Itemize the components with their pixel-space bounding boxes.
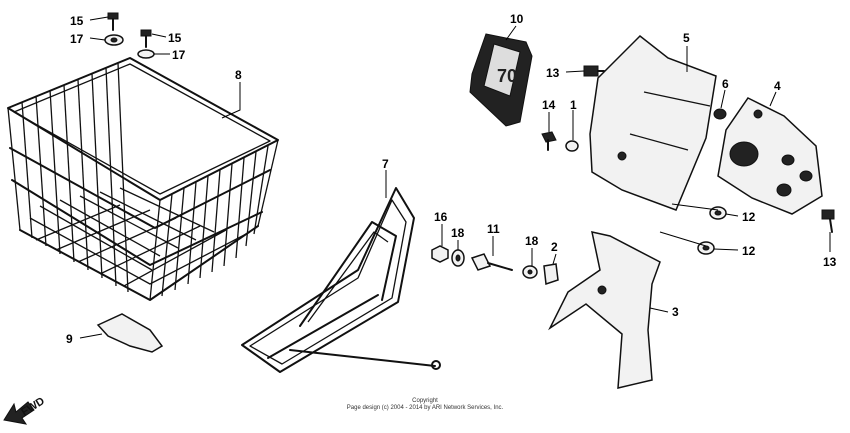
label-6: 6 xyxy=(722,77,729,91)
label-7: 7 xyxy=(382,157,389,171)
front-cover[interactable] xyxy=(589,34,717,211)
bolt-13-lower[interactable] xyxy=(821,209,835,233)
carrier-rack[interactable] xyxy=(241,187,441,373)
label-13-lower: 13 xyxy=(823,255,837,269)
label-11: 11 xyxy=(487,222,500,236)
label-14: 14 xyxy=(542,98,556,112)
bolt-15-left[interactable] xyxy=(107,12,119,31)
lower-cover[interactable] xyxy=(548,231,661,389)
label-17-left: 17 xyxy=(70,32,84,46)
label-3: 3 xyxy=(672,305,679,319)
label-15-right: 15 xyxy=(168,31,182,45)
label-13-upper: 13 xyxy=(546,66,560,80)
basket[interactable] xyxy=(7,57,279,301)
washer-17-right[interactable] xyxy=(137,49,155,59)
label-5: 5 xyxy=(683,31,690,45)
leader-lines xyxy=(79,16,831,339)
clip-6[interactable] xyxy=(713,108,727,120)
grommet-1[interactable] xyxy=(565,140,579,152)
label-4: 4 xyxy=(774,79,781,93)
label-10: 10 xyxy=(510,12,524,26)
label-12-upper: 12 xyxy=(742,210,756,224)
basket-bracket[interactable] xyxy=(96,313,164,353)
washer-18-right[interactable] xyxy=(522,265,538,279)
fwd-arrow-icon xyxy=(3,401,35,425)
label-18-left: 18 xyxy=(451,226,465,240)
label-9: 9 xyxy=(66,332,73,346)
washer-17-left[interactable] xyxy=(104,34,124,46)
bolt-11[interactable] xyxy=(470,253,513,271)
nut-16[interactable] xyxy=(431,245,449,263)
label-16: 16 xyxy=(434,210,448,224)
label-18-right: 18 xyxy=(525,234,539,248)
part-labels: 15 17 15 17 8 9 7 10 13 14 1 5 6 4 12 12… xyxy=(66,12,837,346)
washer-18-left[interactable] xyxy=(451,249,465,267)
label-2: 2 xyxy=(551,240,558,254)
footer-copyright: Copyright xyxy=(412,398,438,404)
label-17-right: 17 xyxy=(172,48,186,62)
collar-2[interactable] xyxy=(543,263,559,286)
label-12-lower: 12 xyxy=(742,244,756,258)
washer-12-upper[interactable] xyxy=(709,206,727,220)
screw-14[interactable] xyxy=(541,131,557,151)
emblem[interactable]: 70 xyxy=(469,33,533,127)
label-15-left: 15 xyxy=(70,14,84,28)
emblem-text: 70 xyxy=(497,66,517,86)
inner-plate[interactable] xyxy=(717,97,823,215)
label-8: 8 xyxy=(235,68,242,82)
bolt-15-right[interactable] xyxy=(140,29,152,48)
label-1: 1 xyxy=(570,98,577,112)
footer-credit: Page design (c) 2004 - 2014 by ARI Netwo… xyxy=(346,405,504,411)
